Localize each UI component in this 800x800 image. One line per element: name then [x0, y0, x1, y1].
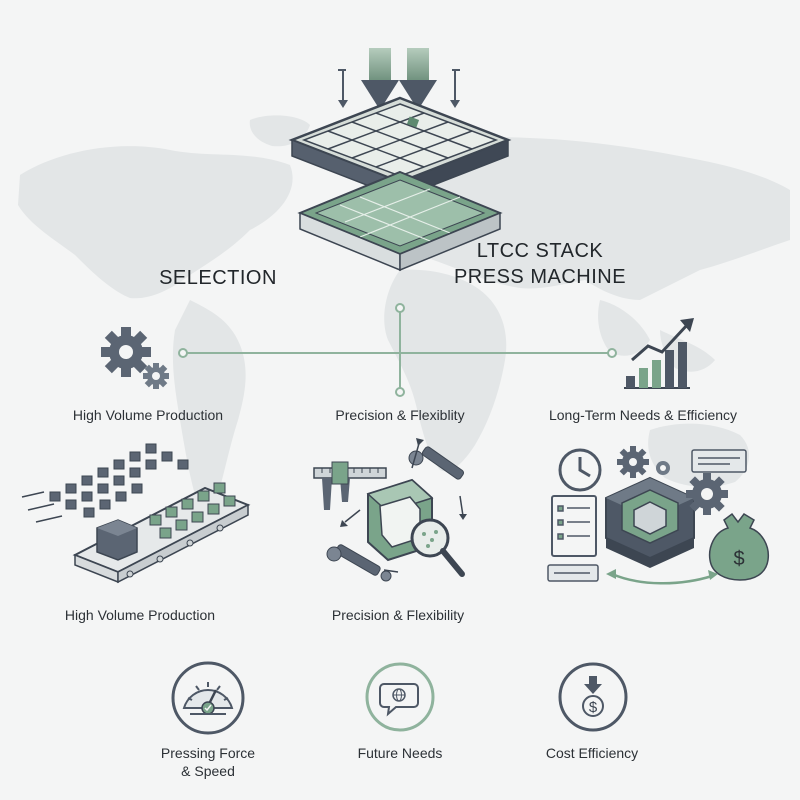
- growth-chart-icon: [624, 318, 694, 389]
- middle-left-label: High Volume Production: [64, 607, 216, 623]
- gears-icon: [101, 327, 169, 389]
- bottom-left-label-line1: Pressing Force: [160, 745, 256, 761]
- globe-bubble-icon: [365, 662, 435, 732]
- title-line2: PRESS MACHINE: [453, 266, 627, 288]
- connector-lines: [178, 303, 617, 397]
- dollar-down-icon: $: [558, 662, 628, 732]
- top-right-label: Long-Term Needs & Efficiency: [548, 407, 738, 423]
- stack-press-icon: [288, 48, 512, 272]
- svg-text:$: $: [733, 548, 744, 570]
- selection-label: SELECTION: [159, 267, 277, 289]
- bottom-left-label-line2: & Speed: [181, 763, 235, 779]
- middle-center-label: Precision & Flexibility: [331, 607, 465, 623]
- efficiency-cycle-icon: $: [547, 446, 770, 585]
- top-center-label: Precision & Flexiblity: [335, 407, 465, 423]
- precision-tools-icon: [313, 438, 467, 582]
- top-left-label: High Volume Production: [72, 407, 224, 423]
- conveyor-icon: [21, 443, 251, 584]
- bottom-right-label: Cost Efficiency: [545, 745, 639, 761]
- svg-text:$: $: [589, 699, 598, 716]
- gauge-icon: [171, 661, 245, 735]
- title-line1: LTCC STACK: [476, 240, 604, 262]
- bottom-center-label: Future Needs: [357, 745, 443, 761]
